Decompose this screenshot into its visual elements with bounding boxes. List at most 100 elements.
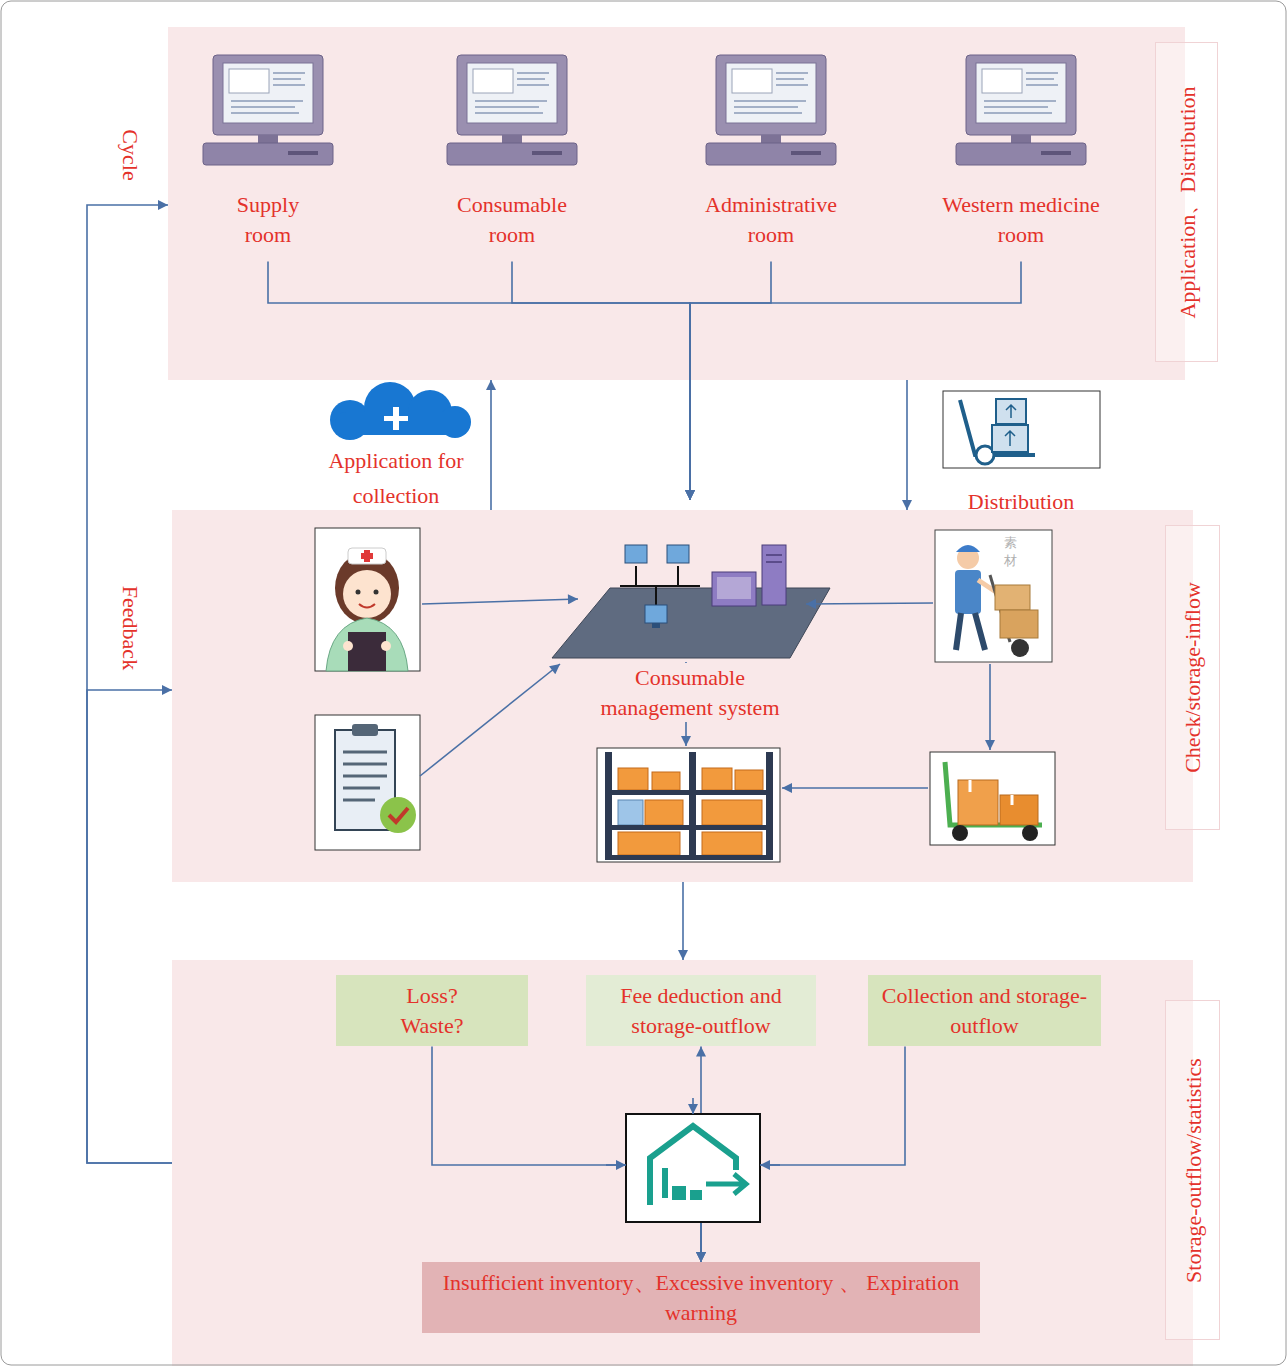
nurse-icon [315,528,420,671]
illustration-part [348,632,386,671]
illustration-part [326,618,408,671]
illustration-part [662,1168,668,1198]
illustration-part [956,545,980,552]
illustration-part [1000,795,1038,825]
illustration-part [1022,825,1038,841]
cart-icon [930,752,1055,845]
illustration-part [618,832,680,855]
illustration-part [956,55,1086,165]
shelf-icon [597,748,780,862]
side-label-box: Application、Distribution [1155,42,1218,362]
delivery-person-icon [935,530,1052,662]
illustration-part [652,623,660,628]
flow-connector [490,380,492,510]
flow-connector [690,261,771,500]
illustration-part [597,748,780,862]
network-system-icon [552,545,830,658]
illustration-part [692,1098,694,1114]
illustration-part [958,780,998,825]
illustration-part [645,800,683,825]
watermark: 素材 [1004,534,1017,570]
side-label-box: Check/storage-inflow [1165,525,1220,830]
process-box: Insufficient inventory、Excessive invento… [422,1262,980,1333]
illustration-part [672,1186,686,1200]
box-label: Collection and storage-outflow [868,981,1101,1040]
illustration-part [1011,639,1029,657]
edge-label: Distribution [946,484,1096,519]
illustration-part [605,752,612,860]
illustration-part [995,585,1030,610]
node-label: Supply room [228,190,308,249]
process-box: Collection and storage-outflow [868,975,1101,1046]
illustration-part [335,412,470,435]
flow-connector [87,205,172,1163]
flow-connector [512,261,690,500]
flow-connector [906,380,908,510]
illustration-part [706,55,836,165]
illustration-part [618,768,648,790]
illustration-part [690,1190,702,1200]
flow-connector [682,882,684,960]
illustration-part [552,588,830,658]
illustration-part [702,832,762,855]
illustration-part [361,553,373,559]
illustration-part [689,752,696,860]
illustration-part [447,55,577,165]
node-label: Administrative room [691,190,851,249]
illustration-part [618,800,643,825]
illustration-part [203,55,333,165]
illustration-part [762,545,786,605]
illustration-part [381,641,391,651]
illustration-part [652,772,680,790]
illustration-part [625,545,647,563]
illustration-part [760,1164,780,1166]
illustration-part [766,555,782,562]
illustration-part [422,599,578,604]
illustration-part [393,407,399,430]
illustration-part [970,780,1012,805]
flow-connector [87,690,172,1163]
illustration-part [989,664,991,750]
illustration-part [702,768,732,790]
flow-arrows [420,599,990,1165]
illustration-part [1005,405,1016,446]
illustration-part [359,604,375,608]
illustration-part [952,825,968,841]
illustration-part [374,590,379,595]
illustration-part [605,790,773,795]
clipboard-icon [315,715,420,850]
computer-icons [203,55,1086,165]
illustration-part [717,577,751,599]
illustration-part [315,715,420,850]
illustration-part [712,572,756,606]
illustration-part [620,566,700,605]
node-label: Consumable management system [581,663,799,722]
lane-title: Check/storage-inflow [1166,526,1219,829]
illustration-part [380,797,416,833]
illustration-part [960,400,1035,455]
illustration-part [685,662,687,746]
box-label: Insufficient inventory、Excessive invento… [422,1268,980,1327]
illustration-part [420,664,560,776]
box-label: Loss? Waste? [392,981,472,1040]
illustration-part [667,545,689,563]
illustration-part [315,528,420,671]
lane-title: Application、Distribution [1156,43,1217,361]
illustration-part [935,530,1052,662]
illustration-part [605,855,773,860]
illustration-part [348,548,386,564]
illustration-part [955,570,981,614]
warehouse-icon [626,1114,760,1222]
illustration-part [343,752,387,800]
illustration-part [352,724,378,736]
illustration-part [956,613,985,650]
node-label: Consumable room [442,190,582,249]
box-label: Fee deduction and storage-outflow [586,981,816,1040]
illustration-part [930,752,1055,845]
process-box: Fee deduction and storage-outflow [586,975,816,1046]
edge-label: Application for collection [306,443,486,513]
illustration-part [1000,610,1038,638]
illustration-part [389,808,408,822]
illustration-part [735,770,763,790]
